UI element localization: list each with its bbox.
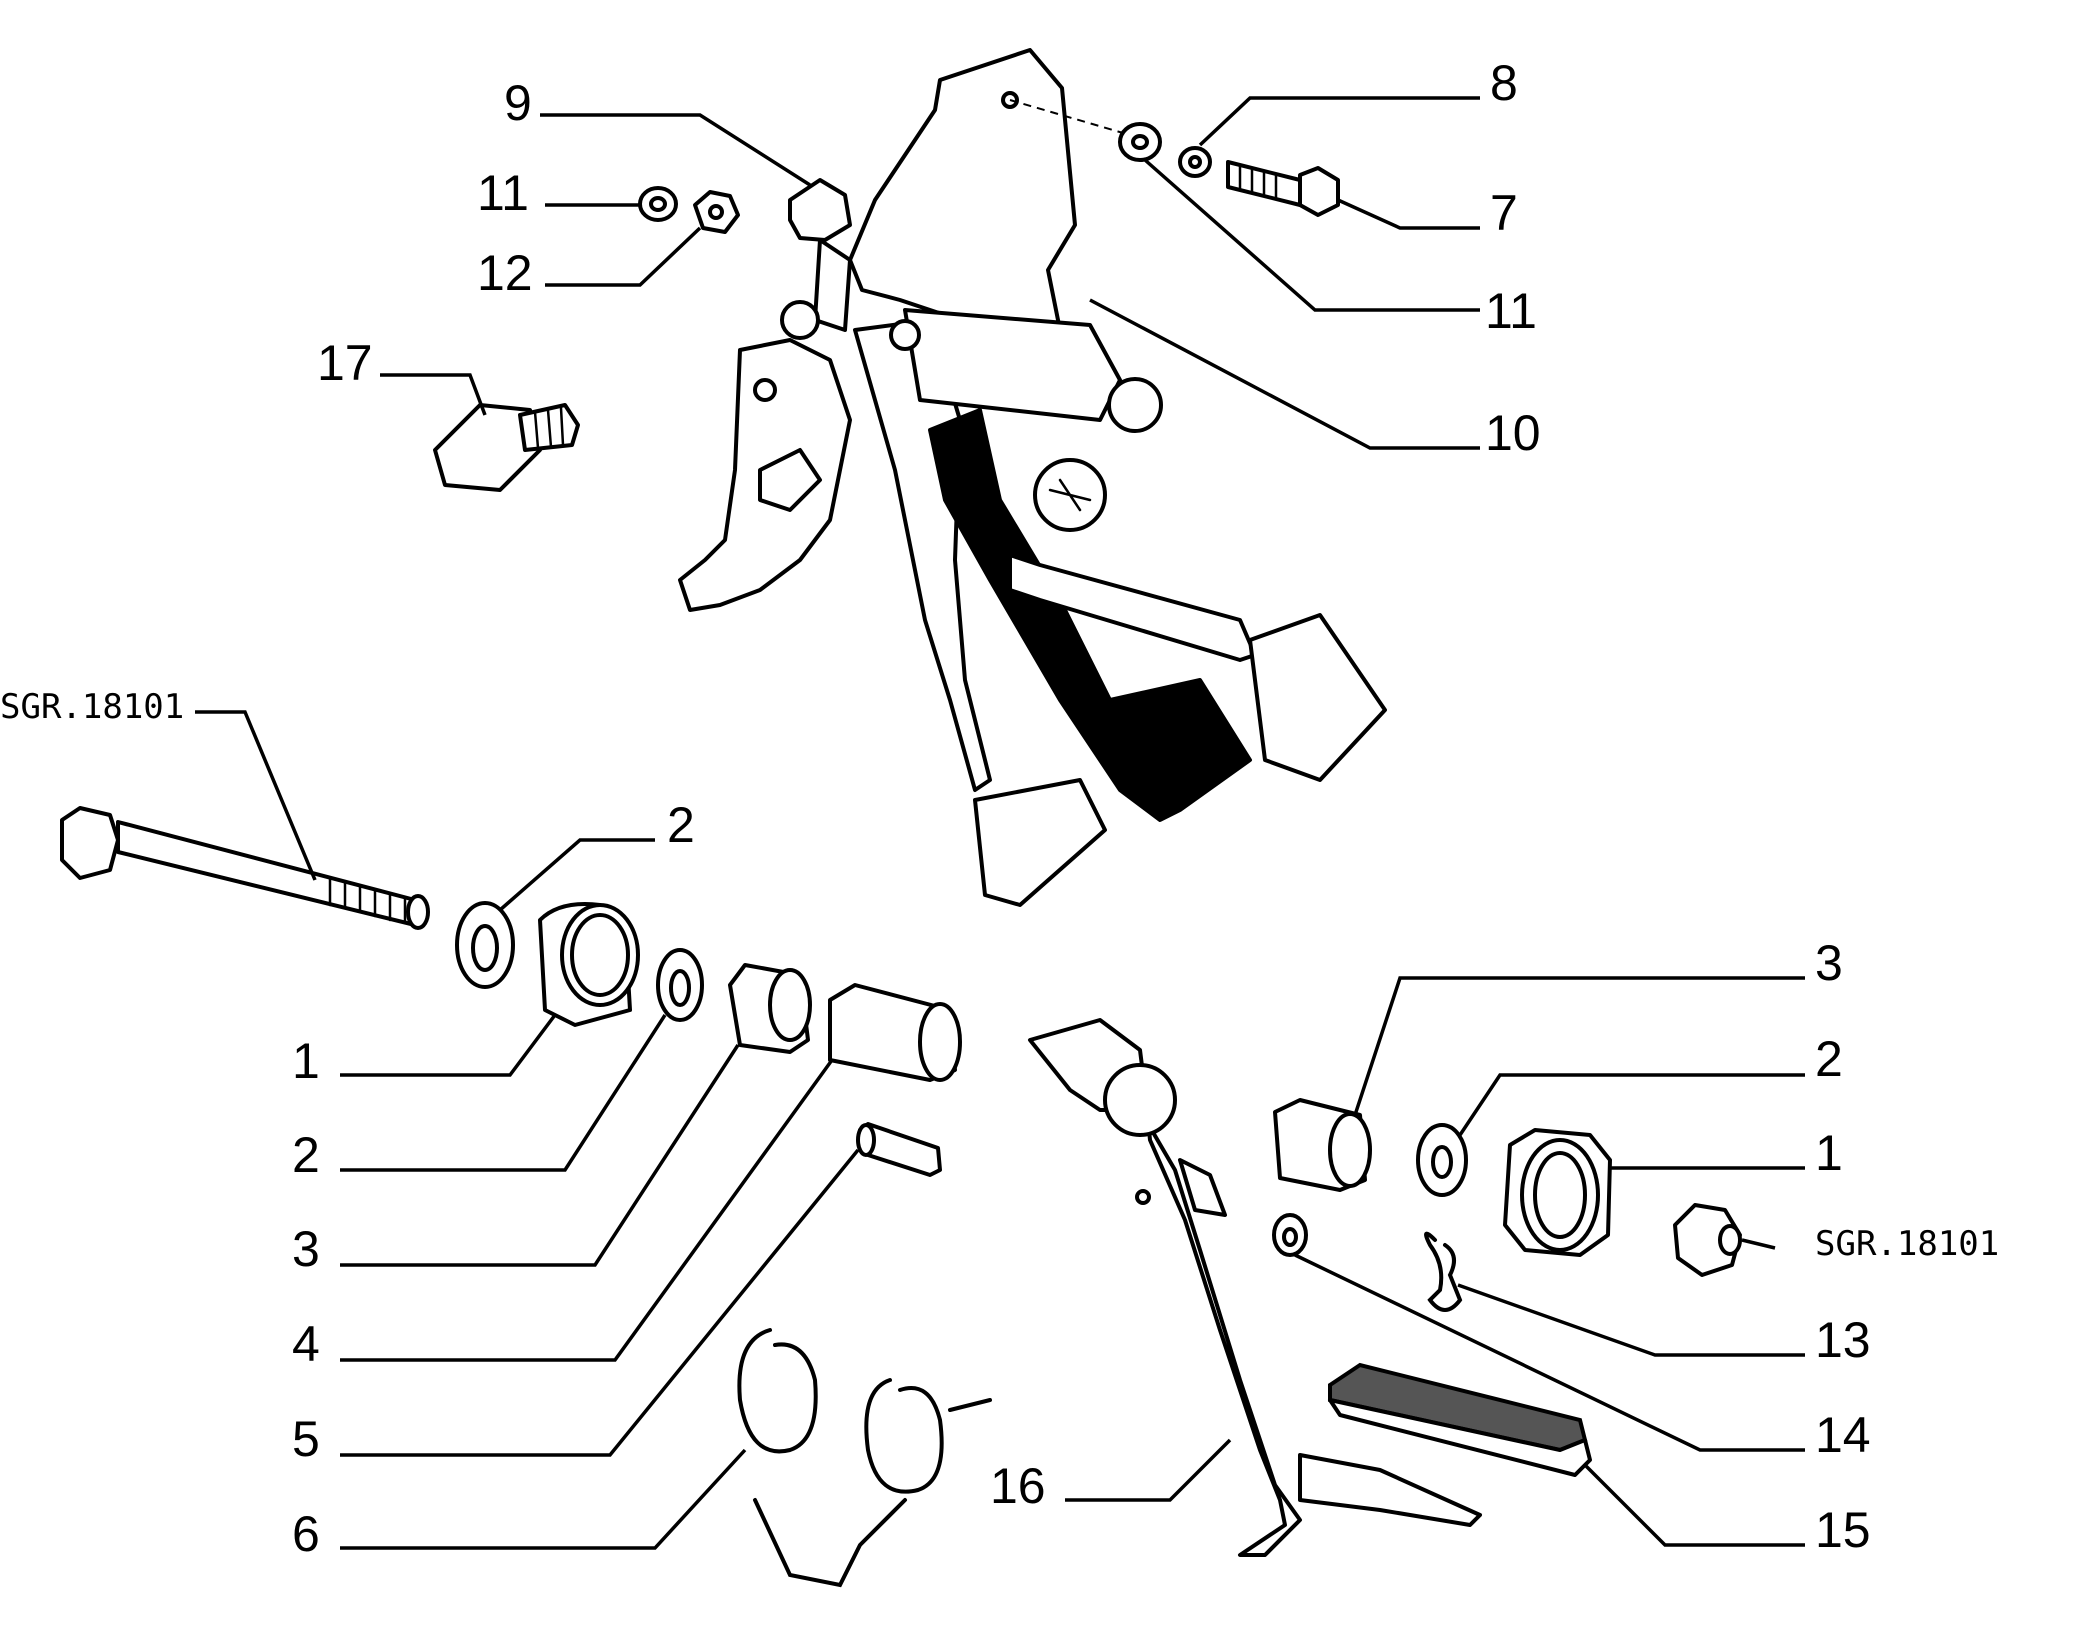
part-13-clip <box>1424 1231 1463 1312</box>
callout-1-left: 1 <box>292 1033 320 1089</box>
callout-6: 6 <box>292 1506 320 1562</box>
sgr-label-left: SGR.18101 <box>0 687 184 727</box>
callout-11-right: 11 <box>1485 283 1537 339</box>
callout-11-left: 11 <box>477 165 529 221</box>
callout-8: 8 <box>1490 55 1518 111</box>
callout-5: 5 <box>292 1411 320 1467</box>
part-4-sleeve <box>828 983 962 1082</box>
part-5-pin <box>856 1122 942 1177</box>
part-1-bearing-left <box>538 902 640 1027</box>
callout-7: 7 <box>1490 185 1518 241</box>
part-11-washer-left <box>638 186 678 222</box>
part-17-switch <box>433 403 580 492</box>
part-2-washer-upper <box>455 901 515 989</box>
part-8-spring-washer <box>1178 146 1212 178</box>
part-9-clip <box>788 178 852 242</box>
callout-12: 12 <box>477 245 533 301</box>
callout-2-upper: 2 <box>667 797 695 853</box>
callout-labels: 9 11 12 17 8 7 11 10 SGR.18101 2 1 2 3 4… <box>0 55 1999 1562</box>
part-12-nut <box>693 190 740 234</box>
callout-3-left: 3 <box>292 1221 320 1277</box>
self-locking-nut <box>1673 1203 1742 1277</box>
part-2-washer-lower <box>656 948 704 1022</box>
callout-9: 9 <box>504 75 532 131</box>
callout-2-right: 2 <box>1815 1031 1843 1087</box>
leader-lines <box>195 96 1805 1550</box>
callout-1-right: 1 <box>1815 1125 1843 1181</box>
callout-10: 10 <box>1485 405 1541 461</box>
part-7-bolt <box>1226 160 1340 217</box>
callout-17: 17 <box>317 335 373 391</box>
callout-4: 4 <box>292 1316 320 1372</box>
callout-2-lower: 2 <box>292 1127 320 1183</box>
part-11-washer-right <box>1118 122 1162 162</box>
callout-3-right: 3 <box>1815 935 1843 991</box>
callout-16: 16 <box>990 1458 1046 1514</box>
part-3-bushing-left <box>728 963 812 1054</box>
callout-14: 14 <box>1815 1407 1871 1463</box>
part-3-bushing-right <box>1273 1098 1372 1192</box>
callout-15: 15 <box>1815 1502 1871 1558</box>
sgr-label-right: SGR.18101 <box>1815 1224 1999 1264</box>
callout-13: 13 <box>1815 1312 1871 1368</box>
part-6-return-spring <box>737 1328 992 1588</box>
part-16-clutch-pedal <box>1028 1018 1482 1557</box>
part-15-pedal-pad <box>1328 1362 1592 1477</box>
long-pivot-bolt <box>60 806 430 930</box>
part-1-bearing-right <box>1503 1128 1612 1257</box>
part-14-washer-small <box>1272 1213 1308 1257</box>
pedal-box-assembly <box>678 48 1387 907</box>
part-2-washer-right <box>1416 1123 1468 1197</box>
